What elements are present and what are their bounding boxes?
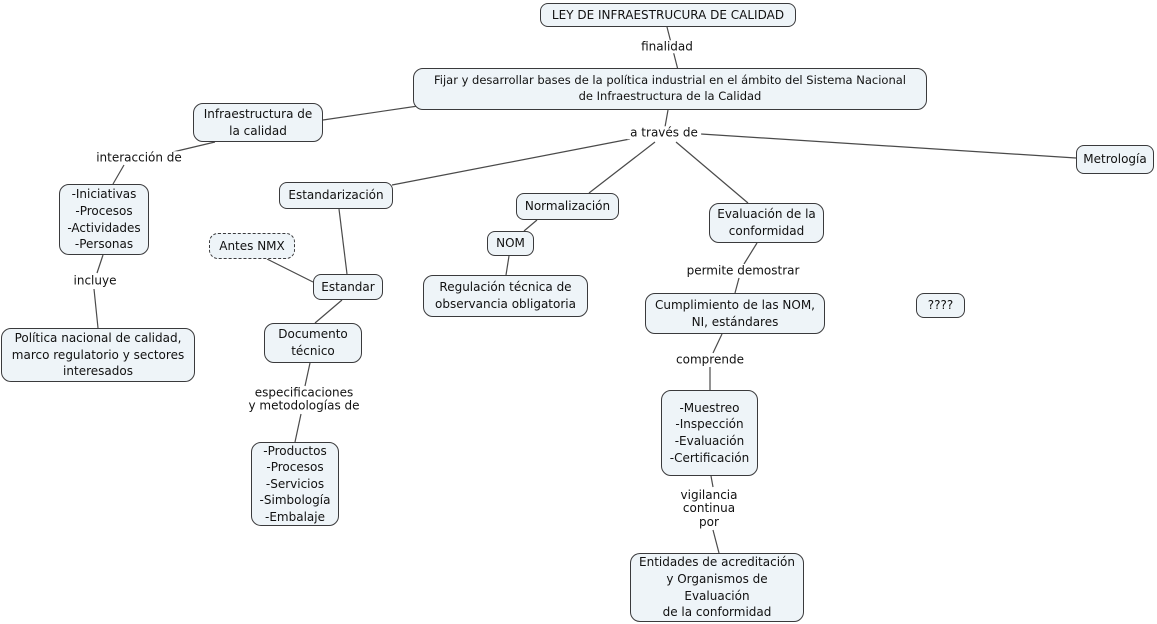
node-nom[interactable]: NOM [487,231,534,256]
node-pregunta-placeholder[interactable]: ???? [916,293,965,318]
node-iniciativas-procesos-actividades-personas[interactable]: -Iniciativas -Procesos -Actividades -Per… [59,184,149,255]
node-ley-infraestructura-calidad[interactable]: LEY DE INFRAESTRUCURA DE CALIDAD [540,3,796,27]
node-cumplimiento-nom-ni-estandares[interactable]: Cumplimiento de las NOM, NI, estándares [645,293,825,334]
edge-a-traves-de-to-estandarizacion [391,138,631,186]
node-estandar[interactable]: Estandar [313,274,383,300]
link-phrase-vigilancia-continua-por[interactable]: vigilancia continua por [677,488,741,530]
edge-normalizacion-to-nom [523,219,538,232]
edge-permite-demostrar-to-cumplimiento [734,277,740,294]
edge-cumplimiento-to-comprende [712,333,723,354]
edge-muestreo-to-vigilancia [710,475,714,488]
edge-vigilancia-to-entidades [712,529,720,554]
edge-fijar-to-a-traves-de [664,109,669,128]
edge-especificaciones-to-productos [294,413,302,443]
link-phrase-permite-demostrar[interactable]: permite demostrar [683,263,803,278]
edge-a-traves-de-to-metrologia [700,133,1077,159]
node-metrologia[interactable]: Metrología [1076,145,1154,174]
node-infraestructura-de-la-calidad[interactable]: Infraestructura de la calidad [193,103,323,142]
link-phrase-comprende[interactable]: comprende [673,352,747,367]
node-evaluacion-de-la-conformidad[interactable]: Evaluación de la conformidad [709,203,824,243]
edge-estandar-to-documento [314,299,343,324]
link-phrase-interaccion-de[interactable]: interacción de [93,150,185,165]
node-documento-tecnico[interactable]: Documento técnico [264,323,362,363]
node-regulacion-tecnica-obligatoria[interactable]: Regulación técnica de observancia obliga… [423,275,588,317]
node-estandarizacion[interactable]: Estandarización [279,182,393,209]
node-fijar-bases-politica-industrial[interactable]: Fijar y desarrollar bases de la política… [413,68,927,110]
link-phrase-finalidad[interactable]: finalidad [638,39,696,54]
edge-nom-to-regulacion [505,255,510,276]
node-productos-procesos-servicios[interactable]: -Productos -Procesos -Servicios -Simbolo… [251,442,339,526]
link-phrase-especificaciones-y-metodologias[interactable]: especificaciones y metodologías de [245,386,363,414]
node-politica-nacional-de-calidad[interactable]: Política nacional de calidad, marco regu… [1,328,195,382]
link-phrase-incluye[interactable]: incluye [70,273,120,288]
edge-fijar-to-infraestructura [322,105,419,121]
edge-interaccion-de-to-iniciativas [112,164,125,185]
node-muestreo-inspeccion-evaluacion-certificacion[interactable]: -Muestreo -Inspección -Evaluación -Certi… [661,390,758,476]
edge-incluye-to-politica [93,288,99,329]
edge-iniciativas-to-incluye [96,254,104,274]
node-entidades-acreditacion-organismos[interactable]: Entidades de acreditación y Organismos d… [630,553,804,622]
link-phrase-a-traves-de[interactable]: a través de [627,125,701,140]
node-normalizacion[interactable]: Normalización [516,193,619,220]
edge-documento-to-especificaciones [304,362,311,387]
edge-a-traves-de-to-evaluacion [675,141,749,204]
edge-evaluacion-to-permite-demostrar [743,242,758,265]
edge-antes-nmx-to-estandar [266,258,314,283]
edge-a-traves-de-to-normalizacion [588,141,656,194]
edge-estandarizacion-to-estandar [338,208,348,275]
node-antes-nmx[interactable]: Antes NMX [209,233,295,259]
